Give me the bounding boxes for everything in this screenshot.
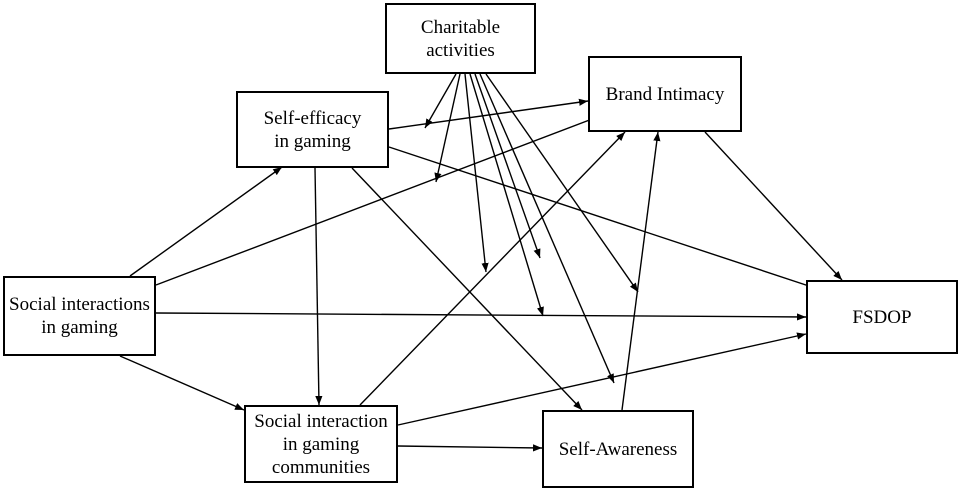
arrow-brand-to-fsdop bbox=[704, 131, 843, 281]
arrow-selfefficacy-to-community bbox=[314, 167, 323, 406]
moderator-arrow-1 bbox=[424, 73, 457, 129]
node-charitable-activities: Charitable activities bbox=[385, 3, 536, 74]
arrow-selfefficacy-to-selfaware bbox=[351, 167, 583, 411]
moderator-arrow-4 bbox=[469, 73, 544, 317]
arrow-social-to-selfefficacy bbox=[129, 166, 283, 277]
node-self-awareness: Self-Awareness bbox=[542, 410, 694, 488]
moderator-arrow-3 bbox=[464, 73, 489, 273]
node-fsdop: FSDOP bbox=[806, 280, 958, 354]
arrow-community-to-fsdop bbox=[397, 332, 807, 426]
arrow-selfefficacy-to-fsdop bbox=[388, 146, 819, 290]
arrow-social-to-brand bbox=[155, 115, 601, 286]
moderator-arrow-2 bbox=[434, 73, 461, 183]
arrow-selfefficacy-to-brand bbox=[388, 98, 589, 130]
moderator-arrow-6 bbox=[479, 73, 615, 384]
node-brand-intimacy: Brand Intimacy bbox=[588, 56, 742, 132]
arrow-community-to-selfaware bbox=[397, 444, 543, 452]
moderator-arrow-5 bbox=[474, 73, 541, 259]
arrow-social-to-community bbox=[119, 355, 245, 411]
arrow-social-to-fsdop bbox=[155, 312, 807, 321]
moderator-arrow-7 bbox=[485, 73, 639, 293]
node-social-interaction-communities: Social interaction in gaming communities bbox=[244, 405, 398, 483]
arrow-community-to-brand bbox=[359, 131, 626, 406]
arrow-selfaware-to-brand bbox=[621, 131, 661, 411]
node-social-interactions: Social interactions in gaming bbox=[3, 276, 156, 356]
node-self-efficacy: Self-efficacy in gaming bbox=[236, 91, 389, 168]
